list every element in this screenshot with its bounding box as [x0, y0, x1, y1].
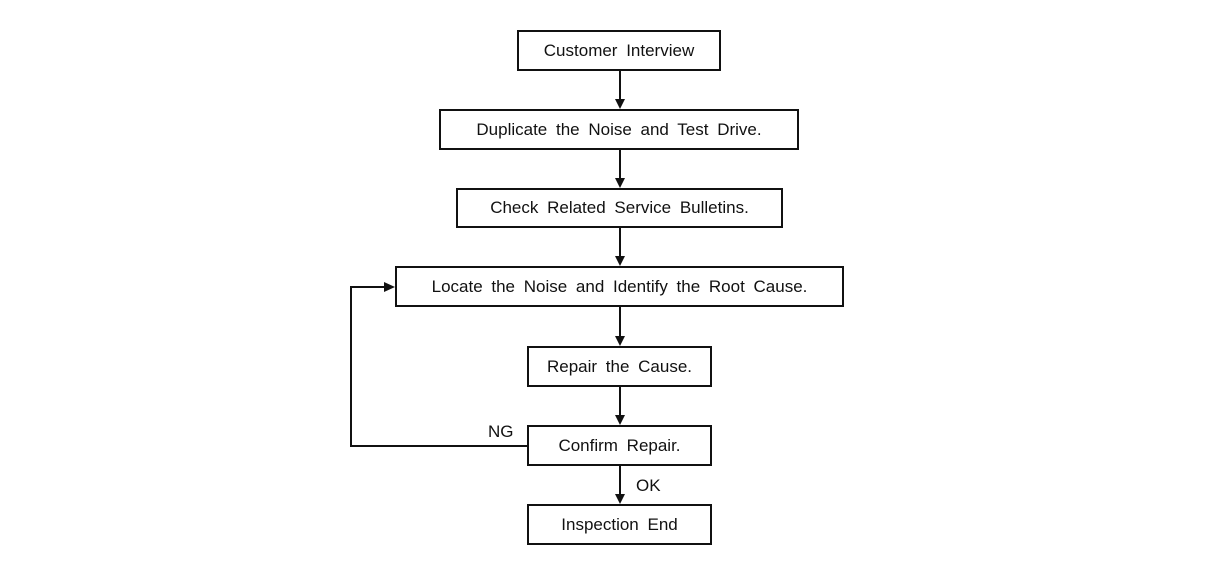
arrowhead-repair: [615, 336, 625, 346]
node-customer-interview: Customer Interview: [517, 30, 721, 71]
arrowhead-confirm: [615, 415, 625, 425]
node-repair-cause: Repair the Cause.: [527, 346, 712, 387]
arrowhead-locate: [615, 256, 625, 266]
node-inspection-end: Inspection End: [527, 504, 712, 545]
arrowhead-end: [615, 494, 625, 504]
node-locate-noise: Locate the Noise and Identify the Root C…: [395, 266, 844, 307]
label-ok: OK: [636, 476, 661, 495]
arrowhead-duplicate: [615, 99, 625, 109]
connector-ng-loop: [350, 286, 527, 447]
arrowhead-ng-loop: [384, 282, 395, 292]
node-confirm-repair: Confirm Repair.: [527, 425, 712, 466]
node-check-bulletins: Check Related Service Bulletins.: [456, 188, 783, 228]
label-ng: NG: [488, 422, 514, 441]
arrowhead-check: [615, 178, 625, 188]
node-duplicate-noise: Duplicate the Noise and Test Drive.: [439, 109, 799, 150]
